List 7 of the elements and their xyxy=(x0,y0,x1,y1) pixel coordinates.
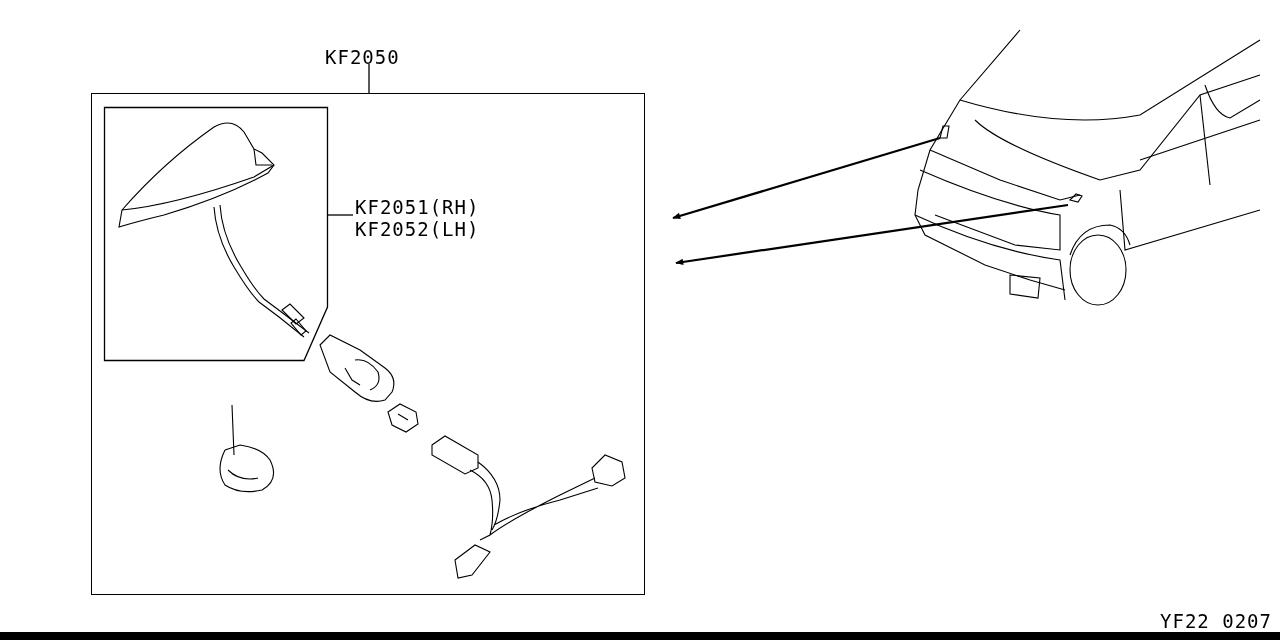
leader-line xyxy=(327,214,354,216)
part-number: KF2052(LH) xyxy=(355,218,480,240)
part-number: KF2051(RH) xyxy=(355,196,480,218)
arrow xyxy=(675,203,1069,266)
drawing-number: YF22 0207 xyxy=(1160,610,1272,632)
arrow xyxy=(672,136,941,220)
part-number: KF2050 xyxy=(325,46,400,68)
